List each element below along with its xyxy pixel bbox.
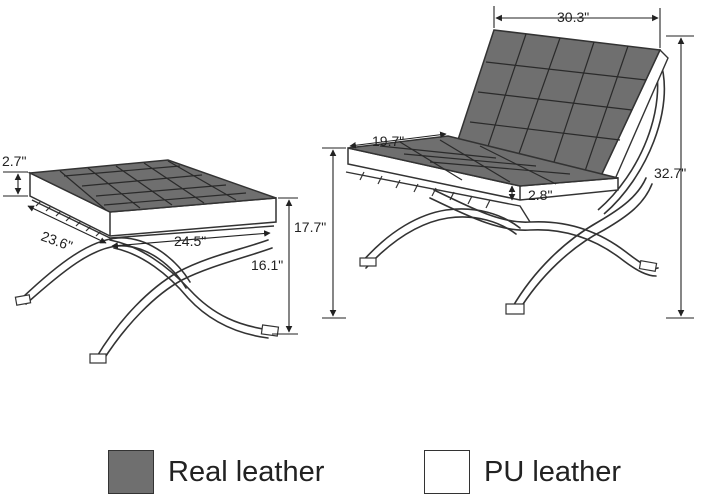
real-leather-swatch bbox=[108, 450, 154, 494]
chair-total-height-label: 32.7" bbox=[654, 165, 686, 181]
ottoman-illustration bbox=[14, 159, 280, 364]
ottoman-depth-label: 23.6" bbox=[39, 228, 75, 254]
pu-leather-label: PU leather bbox=[484, 455, 622, 488]
ottoman-height-label: 16.1" bbox=[251, 257, 283, 273]
chair-seat-depth-label: 19.7" bbox=[372, 133, 404, 149]
chair-backrest-width-label: 30.3" bbox=[557, 9, 589, 25]
ottoman-dimension-lines bbox=[3, 171, 298, 335]
legend-real-leather: Real leather bbox=[108, 446, 324, 498]
pu-leather-swatch bbox=[424, 450, 470, 494]
real-leather-label: Real leather bbox=[168, 455, 325, 488]
legend-pu-leather: PU leather bbox=[424, 446, 621, 498]
ottoman-width-label: 24.5" bbox=[174, 233, 206, 249]
chair-illustration bbox=[345, 29, 669, 315]
chair-cushion-thickness-label: 2.8" bbox=[528, 187, 552, 203]
chair-dimension-lines bbox=[322, 6, 694, 319]
ottoman-thickness-label: 2.7" bbox=[2, 153, 26, 169]
chair-seat-height-label: 17.7" bbox=[294, 219, 326, 235]
